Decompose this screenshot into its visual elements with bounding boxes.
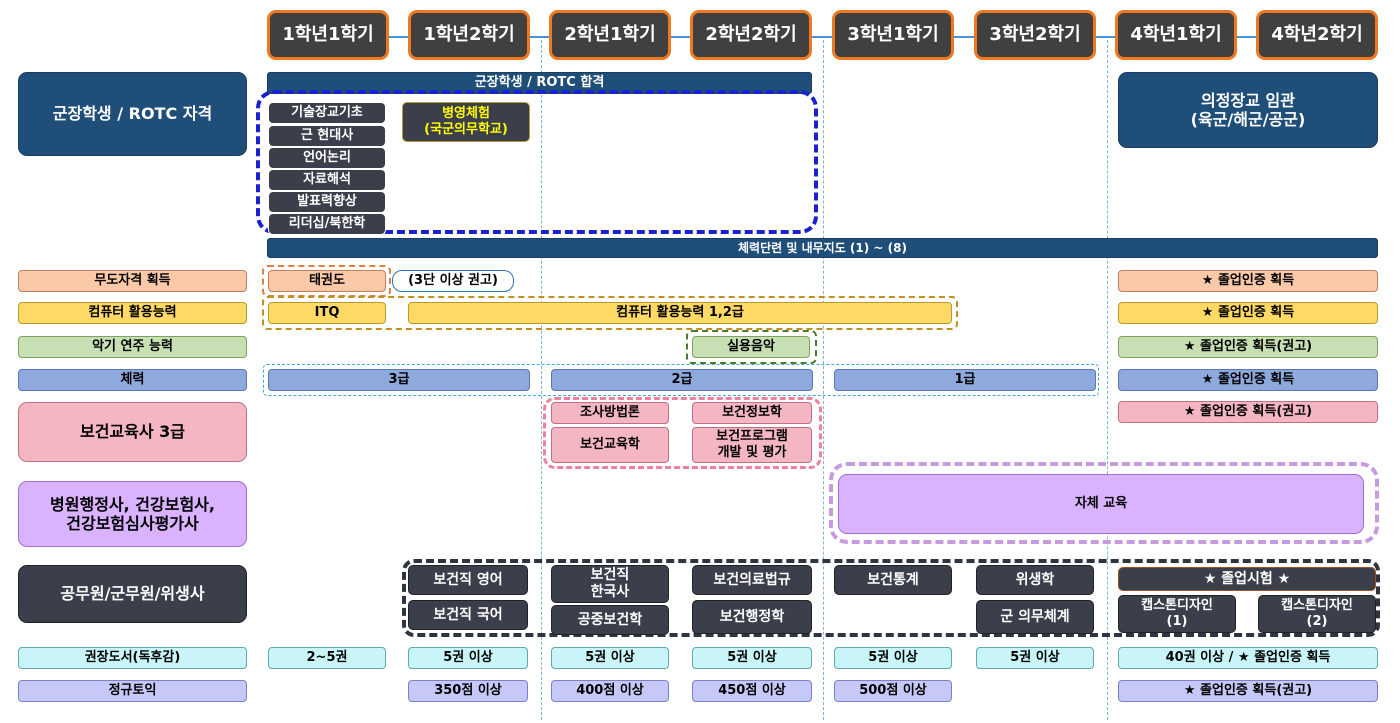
- capstone-design-2: 캡스톤디자인 (2): [1258, 595, 1376, 633]
- rotc-group-frame: [256, 90, 818, 234]
- category-fitness: 체력: [18, 369, 247, 391]
- martial-grad-cert: ★ 졸업인증 획득: [1118, 270, 1378, 292]
- self-study: 자체 교육: [838, 474, 1364, 534]
- toeic-score: 500점 이상: [834, 680, 952, 702]
- column-divider: [823, 40, 824, 720]
- category-computer: 컴퓨터 활용능력: [18, 302, 247, 324]
- civil-course: 보건직 국어: [408, 600, 528, 630]
- rotc-course: 발표력향상: [268, 191, 386, 213]
- column-divider: [1107, 40, 1108, 720]
- category-books: 권장도서(독후감): [18, 647, 247, 669]
- books-count: 5권 이상: [408, 647, 528, 669]
- books-count: 5권 이상: [692, 647, 812, 669]
- timeline-line: [330, 36, 1330, 38]
- civil-course: 보건통계: [834, 565, 952, 595]
- computer-frame: [262, 296, 958, 330]
- health-edu-course: 조사방법론: [551, 402, 669, 424]
- toeic-score: 350점 이상: [408, 680, 528, 702]
- category-toeic: 정규토익: [18, 680, 247, 702]
- semester-header: 1학년1학기: [267, 10, 389, 60]
- computer-cert: 컴퓨터 활용능력 1,2급: [408, 302, 952, 324]
- fitness-level-3: 3급: [268, 369, 530, 391]
- semester-header: 4학년1학기: [1115, 10, 1237, 60]
- fitness-level-1: 1급: [834, 369, 1096, 391]
- semester-header: 2학년1학기: [549, 10, 671, 60]
- column-divider: [541, 40, 542, 720]
- civil-course: 공중보건학: [551, 605, 669, 635]
- category-civil: 공무원/군무원/위생사: [18, 565, 247, 623]
- health-edu-course: 보건교육학: [551, 427, 669, 463]
- fitness-level-2: 2급: [551, 369, 813, 391]
- health-edu-course: 보건프로그램 개발 및 평가: [692, 427, 812, 463]
- fitness-frame: [263, 364, 1099, 396]
- civil-course: 보건직 영어: [408, 565, 528, 595]
- category-rotc: 군장학생 / ROTC 자격: [18, 72, 247, 156]
- books-count: 5권 이상: [976, 647, 1094, 669]
- graduation-exam: ★ 졸업시험 ★: [1118, 567, 1376, 591]
- health-edu-course: 보건정보학: [692, 402, 812, 424]
- rotc-course: 언어논리: [268, 147, 386, 169]
- books-grad-cert: 40권 이상 / ★ 졸업인증 획득: [1118, 647, 1378, 669]
- military-camp: 병영체험 (국군의무학교): [402, 102, 530, 142]
- category-hospital: 병원행정사, 건강보험사, 건강보험심사평가사: [18, 481, 247, 547]
- training-banner: 체력단련 및 내무지도 (1) ~ (8): [267, 238, 1378, 258]
- civil-course: 위생학: [976, 565, 1094, 595]
- civil-course: 보건의료법규: [692, 565, 812, 595]
- civil-frame: [402, 559, 1380, 637]
- semester-header: 4학년2학기: [1256, 10, 1378, 60]
- rotc-course: 리더십/북한학: [268, 213, 386, 235]
- health-edu-frame: [543, 397, 822, 469]
- toeic-score: 400점 이상: [551, 680, 669, 702]
- semester-header: 3학년1학기: [832, 10, 954, 60]
- category-music: 악기 연주 능력: [18, 336, 247, 358]
- books-count: 5권 이상: [551, 647, 669, 669]
- hospital-frame: [829, 462, 1379, 544]
- toeic-score: 450점 이상: [692, 680, 812, 702]
- fitness-grad-cert: ★ 졸업인증 획득: [1118, 369, 1378, 391]
- taekwondo: 태권도: [268, 270, 386, 292]
- semester-header: 3학년2학기: [974, 10, 1096, 60]
- music-grad-cert: ★ 졸업인증 획득(권고): [1118, 336, 1378, 358]
- civil-course: 보건행정학: [692, 600, 812, 634]
- semester-header: 1학년2학기: [408, 10, 530, 60]
- rotc-course: 기술장교기초: [268, 102, 386, 124]
- category-health-edu: 보건교육사 3급: [18, 402, 247, 462]
- category-martial: 무도자격 획득: [18, 270, 247, 292]
- civil-course: 군 의무체계: [976, 600, 1094, 634]
- health-edu-grad-cert: ★ 졸업인증 획득(권고): [1118, 401, 1378, 423]
- civil-course: 보건직 한국사: [551, 565, 669, 603]
- officer-commission: 의정장교 임관 (육군/해군/공군): [1118, 72, 1378, 148]
- computer-grad-cert: ★ 졸업인증 획득: [1118, 302, 1378, 324]
- rotc-course: 근 현대사: [268, 125, 386, 147]
- capstone-design-1: 캡스톤디자인 (1): [1118, 595, 1236, 633]
- practical-music: 실용음악: [692, 336, 810, 358]
- taekwondo-note: (3단 이상 권고): [392, 270, 514, 292]
- books-count: 2~5권: [268, 647, 386, 669]
- music-frame: [686, 330, 817, 364]
- toeic-grad-cert: ★ 졸업인증 획득(권고): [1118, 680, 1378, 702]
- itq: ITQ: [268, 302, 386, 324]
- books-count: 5권 이상: [834, 647, 952, 669]
- rotc-course: 자료해석: [268, 169, 386, 191]
- semester-header: 2학년2학기: [690, 10, 812, 60]
